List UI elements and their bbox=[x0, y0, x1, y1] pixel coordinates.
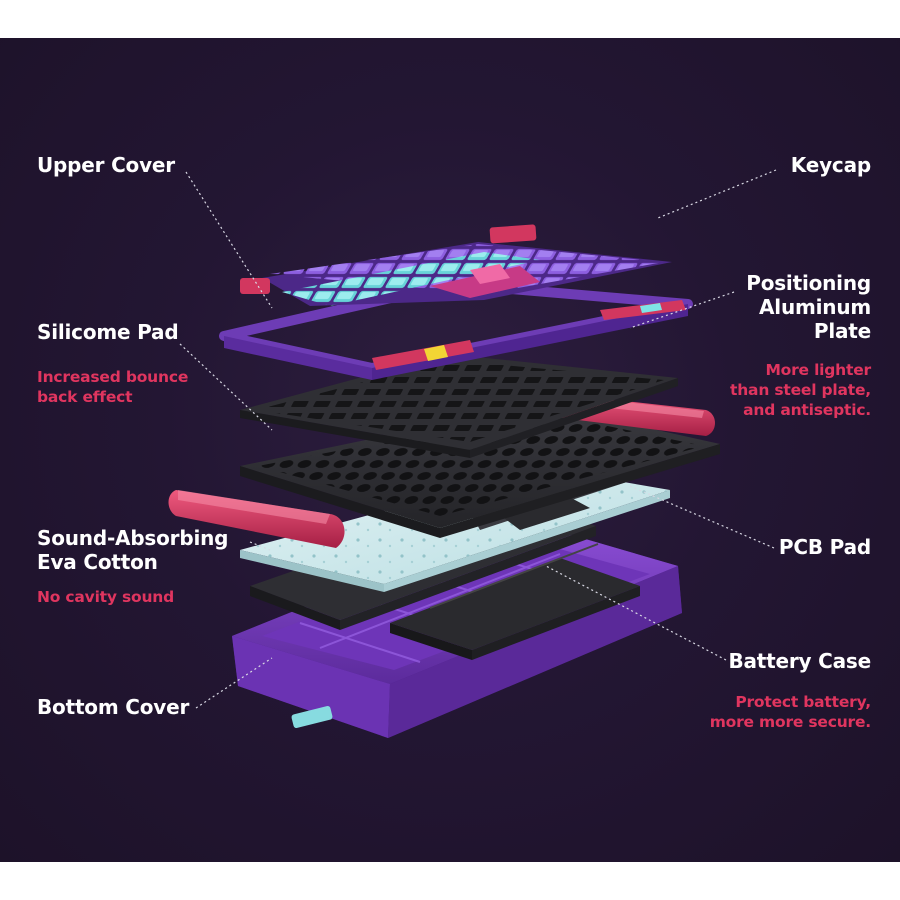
positioning-plate-note: More lighter than steel plate, and antis… bbox=[730, 361, 871, 419]
aluminum-plate-layer bbox=[240, 404, 720, 538]
positioning-plate-label: Positioning Aluminum Plate bbox=[746, 271, 871, 343]
bottom-cover-label: Bottom Cover bbox=[37, 695, 190, 719]
pcb-pad-label: PCB Pad bbox=[778, 535, 871, 559]
silicone-pad-layer bbox=[240, 354, 678, 458]
keycaps-layer bbox=[240, 224, 672, 306]
exploded-keyboard-diagram: Upper Cover Keycap Silicome Pad Increase… bbox=[0, 38, 900, 862]
upper-cover-layer bbox=[219, 279, 693, 380]
upper-cover-label: Upper Cover bbox=[37, 153, 175, 177]
battery-case-note: Protect battery, more more secure. bbox=[709, 693, 872, 731]
keyboard-layers-illustration bbox=[168, 169, 777, 738]
battery-case-layer bbox=[390, 543, 640, 660]
silicone-pad-label: Silicome Pad bbox=[37, 320, 179, 344]
silicone-pad-note: Increased bounce back effect bbox=[37, 368, 189, 406]
leader-lines bbox=[179, 169, 777, 709]
eva-cotton-label: Sound-Absorbing Eva Cotton bbox=[37, 526, 229, 574]
eva-cotton-note: No cavity sound bbox=[37, 588, 175, 606]
keycap-label: Keycap bbox=[790, 153, 871, 177]
battery-case-label: Battery Case bbox=[728, 649, 871, 673]
